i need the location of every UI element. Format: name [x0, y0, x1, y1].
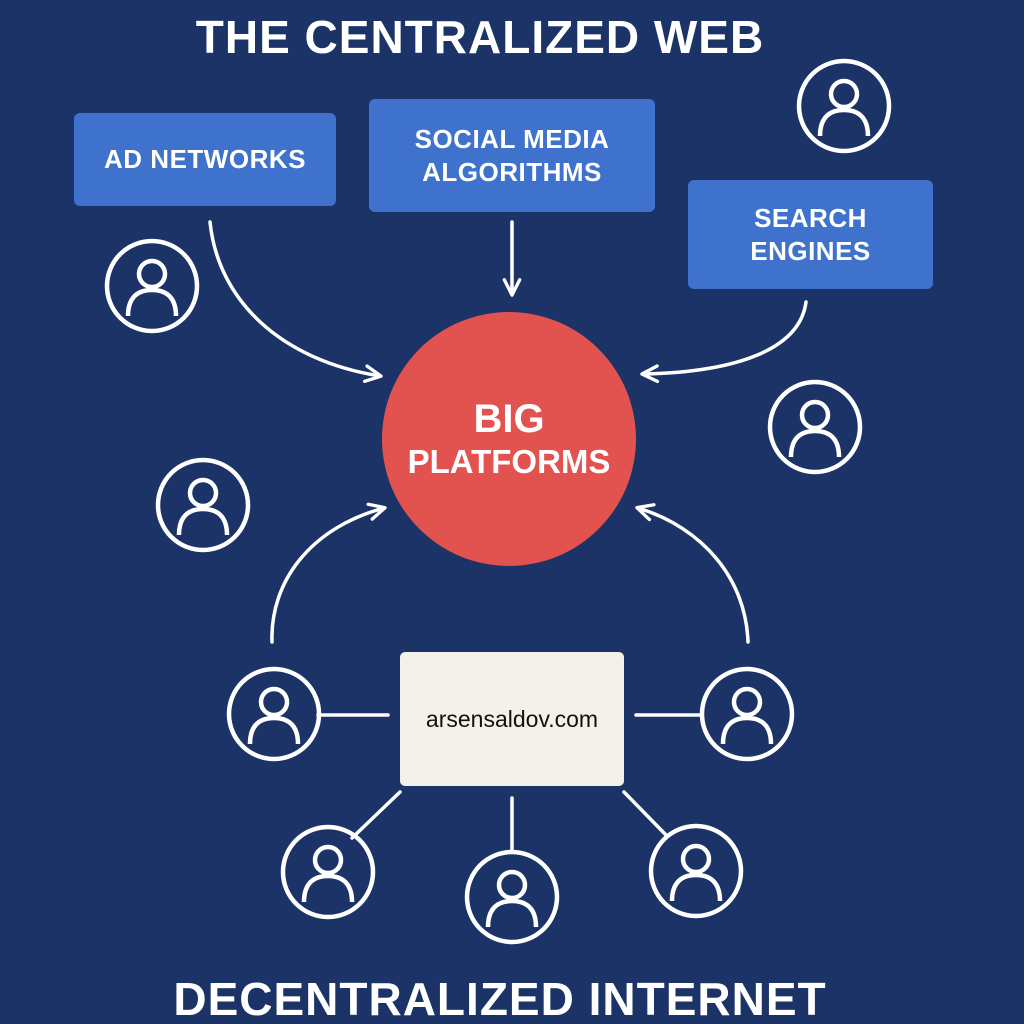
- search-engines-label: SEARCH ENGINES: [750, 203, 871, 266]
- hub-label-line1: BIG: [473, 397, 545, 441]
- user-icon: [464, 849, 560, 945]
- bottom-title: DECENTRALIZED INTERNET: [173, 973, 827, 1024]
- user-icon: [280, 824, 376, 920]
- user-icon: [767, 379, 863, 475]
- link-site-bottom-right: [622, 790, 668, 837]
- user-icon: [155, 457, 251, 553]
- arrow-left-user-to-hub: [270, 502, 387, 644]
- arrow-ad-to-hub: [208, 220, 383, 383]
- arrow-search-to-hub: [640, 300, 808, 384]
- page-title: THE CENTRALIZED WEB: [195, 11, 765, 63]
- hub-label-line2: PLATFORMS: [407, 443, 611, 480]
- user-icon: [648, 823, 744, 919]
- social-media-box: SOCIAL MEDIA ALGORITHMS: [369, 99, 655, 212]
- site-label: arsensaldov.com: [425, 705, 599, 732]
- user-icon: [699, 666, 795, 762]
- arrow-right-user-to-hub: [635, 503, 750, 644]
- big-platforms-hub: BIG PLATFORMS: [382, 312, 636, 566]
- search-engines-box: SEARCH ENGINES: [688, 180, 933, 289]
- link-site-bottom-left: [350, 790, 402, 840]
- ad-networks-box: AD NETWORKS: [74, 113, 336, 206]
- site-box: arsensaldov.com: [400, 652, 624, 786]
- user-icon: [226, 666, 322, 762]
- user-icon: [796, 58, 892, 154]
- social-media-label: SOCIAL MEDIA ALGORITHMS: [414, 124, 610, 187]
- user-icon: [104, 238, 200, 334]
